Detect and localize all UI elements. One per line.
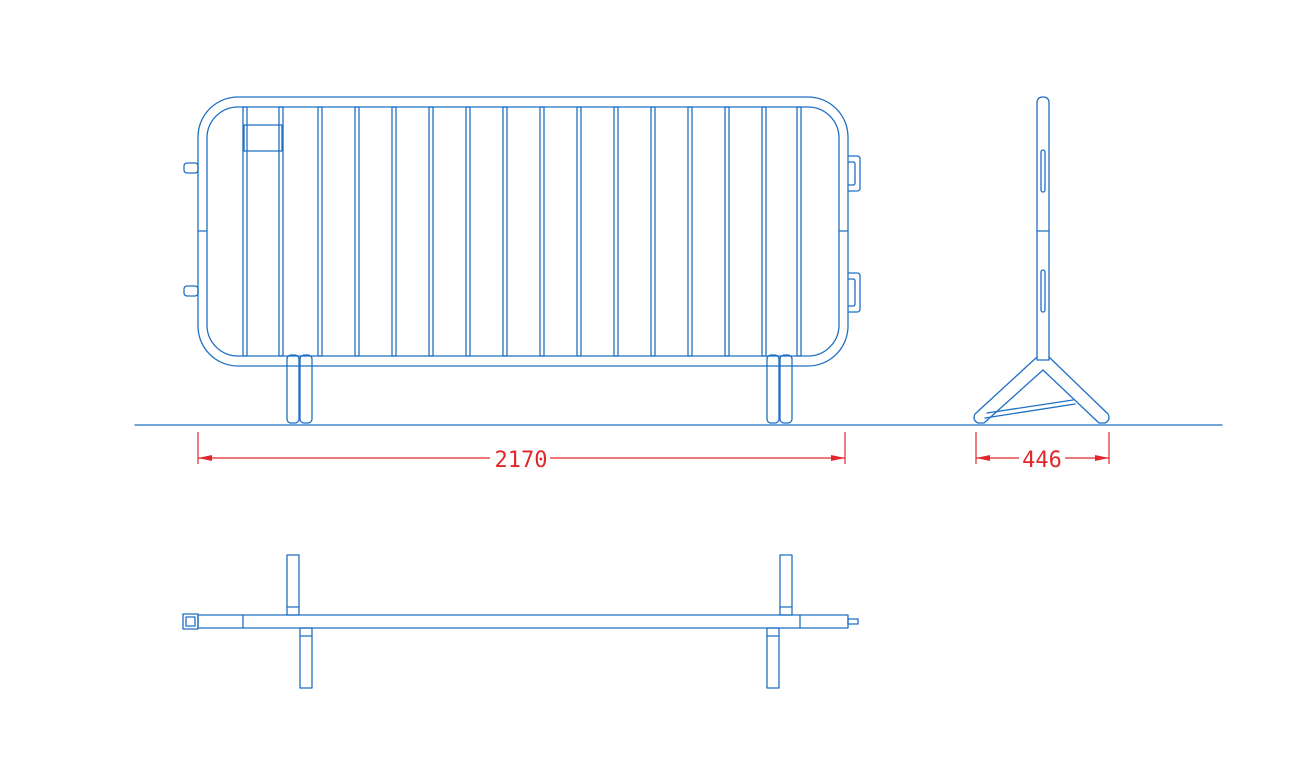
vertical-bars (242, 106, 802, 357)
side-base-right-leg (1042, 356, 1110, 424)
right-foot-a (766, 354, 780, 424)
side-brace-2 (984, 403, 1076, 419)
left-foot-a (286, 354, 300, 424)
vertical-bar (539, 106, 545, 357)
vertical-bar (354, 106, 360, 357)
width-label: 446 (1022, 448, 1062, 473)
vertical-bar (761, 106, 767, 357)
top-left-foot-back (286, 554, 300, 616)
length-dimension: 2170 (197, 432, 846, 473)
vertical-bar (650, 106, 656, 357)
sign-plate-top (243, 124, 283, 152)
side-base-left-leg (973, 356, 1044, 424)
front-view (183, 96, 861, 424)
side-slot-lower (1040, 269, 1046, 313)
side-brace (986, 399, 1074, 414)
vertical-bar (613, 106, 619, 357)
side-slot-upper (1040, 149, 1046, 193)
right-hook-lower (847, 272, 861, 313)
frame-inner (206, 106, 840, 357)
frame-outer (197, 96, 849, 367)
side-view (973, 96, 1110, 424)
top-right-foot-front (766, 627, 780, 689)
vertical-bar (317, 106, 323, 357)
top-left-end-inner (185, 616, 196, 627)
right-hook-upper (847, 155, 861, 192)
width-arrow-right (1095, 455, 1109, 461)
vertical-bar (278, 106, 284, 357)
top-view (182, 554, 859, 689)
top-rail (197, 614, 849, 629)
width-dimension: 446 (975, 432, 1110, 473)
vertical-bar (796, 106, 802, 357)
top-right-foot-back (779, 554, 793, 616)
length-arrow-left (198, 455, 212, 461)
vertical-bar (242, 106, 248, 357)
vertical-bar (576, 106, 582, 357)
top-right-pin (847, 618, 859, 625)
vertical-bar (391, 106, 397, 357)
right-foot-b (779, 354, 793, 424)
top-left-foot-front (299, 627, 313, 689)
length-arrow-right (831, 455, 845, 461)
width-arrow-left (976, 455, 990, 461)
vertical-bar (502, 106, 508, 357)
vertical-bar (687, 106, 693, 357)
left-foot-b (299, 354, 313, 424)
vertical-bar (428, 106, 434, 357)
left-hook-upper (183, 162, 199, 174)
side-upright (1036, 96, 1050, 361)
vertical-bar (465, 106, 471, 357)
vertical-bar (724, 106, 730, 357)
top-left-end (182, 613, 199, 630)
length-label: 2170 (495, 448, 548, 473)
left-hook-lower (183, 285, 199, 297)
